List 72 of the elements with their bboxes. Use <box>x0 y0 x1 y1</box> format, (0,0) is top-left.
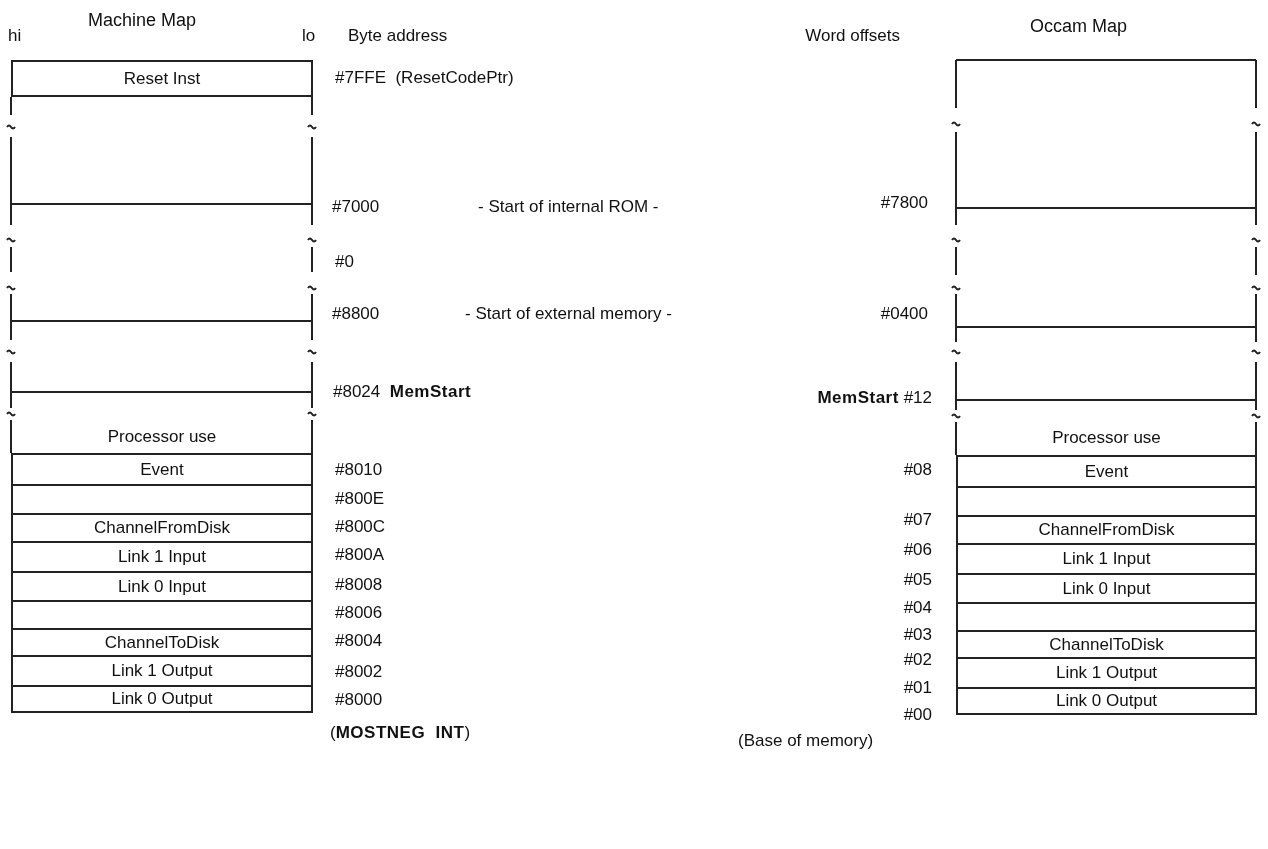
offset-label: #04 <box>903 598 932 618</box>
offset-label: #08 <box>903 460 932 480</box>
column-end-label: hi <box>8 26 22 46</box>
address-label: #8006 <box>335 603 383 623</box>
memory-cell <box>11 484 313 513</box>
memory-cell <box>11 571 313 600</box>
memory-cell <box>956 486 1257 515</box>
cell-label: Link 0 Output <box>111 689 213 709</box>
memory-cell <box>11 685 313 713</box>
region-note: - Start of internal ROM - <box>478 197 659 217</box>
address-label: #7000 <box>332 197 380 217</box>
cell-label: Link 0 Input <box>118 576 206 597</box>
cell-label: Link 1 Input <box>118 547 206 567</box>
cell-label: Link 1 Output <box>1055 663 1158 683</box>
address-note: (MOSTNEG INT) <box>330 723 471 743</box>
address-label: #800C <box>335 517 386 537</box>
cell-label: ChannelFromDisk <box>93 518 230 538</box>
memory-cell <box>956 602 1257 630</box>
offset-label: #02 <box>903 650 932 670</box>
memory-cell <box>11 600 313 628</box>
address-note: (Base of memory) <box>738 731 874 751</box>
memory-cell <box>11 655 313 685</box>
column-heading: Byte address <box>348 26 448 46</box>
memory-cell <box>956 630 1257 657</box>
address-label: #8004 <box>335 631 383 651</box>
cell-label: Reset Inst <box>123 68 201 89</box>
map-title: Machine Map <box>88 10 197 30</box>
memory-cell <box>11 513 313 541</box>
address-label: #7FFE (ResetCodePtr) <box>335 68 514 88</box>
offset-label: MemStart #12 <box>817 388 932 408</box>
address-label: #800A <box>335 545 385 565</box>
region-label: Processor use <box>11 420 313 453</box>
memory-cell <box>956 543 1257 573</box>
offset-label: #07 <box>903 510 932 530</box>
address-label: #8008 <box>335 575 383 595</box>
map-title: Occam Map <box>1030 16 1128 36</box>
region-note: - Start of external memory - <box>465 304 672 324</box>
offset-label: #06 <box>903 540 932 560</box>
cell-label: Link 0 Input <box>1062 578 1151 599</box>
address-label: #0 <box>335 252 354 272</box>
memory-cell <box>11 628 313 655</box>
address-label: #8002 <box>335 662 383 682</box>
offset-label: #00 <box>903 705 932 725</box>
cell-label: ChannelToDisk <box>1049 634 1164 655</box>
address-label: #8800 <box>332 304 380 324</box>
region-label: Processor use <box>956 420 1257 455</box>
offset-label: #01 <box>903 678 932 698</box>
cell-label: Event <box>1084 461 1129 482</box>
address-label: #8010 <box>335 460 383 480</box>
memory-cell <box>956 687 1257 715</box>
memory-cell <box>956 515 1257 543</box>
memory-cell <box>11 541 313 571</box>
offset-label: #7800 <box>880 193 928 213</box>
cell-label: Link 1 Input <box>1062 549 1151 569</box>
memory-cell <box>956 573 1257 602</box>
offset-label: #05 <box>903 570 932 590</box>
cell-label: ChannelToDisk <box>104 632 220 653</box>
memory-cell <box>11 453 313 484</box>
address-label: #8000 <box>335 690 383 710</box>
column-end-label: lo <box>302 26 316 46</box>
cell-label: ChannelFromDisk <box>1038 520 1175 540</box>
memory-cell <box>11 60 313 97</box>
memory-cell <box>956 455 1257 486</box>
cell-label: Link 1 Output <box>111 661 213 681</box>
offset-label: #03 <box>903 625 932 645</box>
column-heading: Word offsets <box>805 26 900 46</box>
offset-label: #0400 <box>880 304 928 324</box>
cell-label: Link 0 Output <box>1055 691 1158 711</box>
address-label: #8024 MemStart <box>333 382 472 402</box>
cell-label: Event <box>140 459 184 480</box>
address-label: #800E <box>335 489 385 509</box>
memory-cell <box>956 657 1257 687</box>
